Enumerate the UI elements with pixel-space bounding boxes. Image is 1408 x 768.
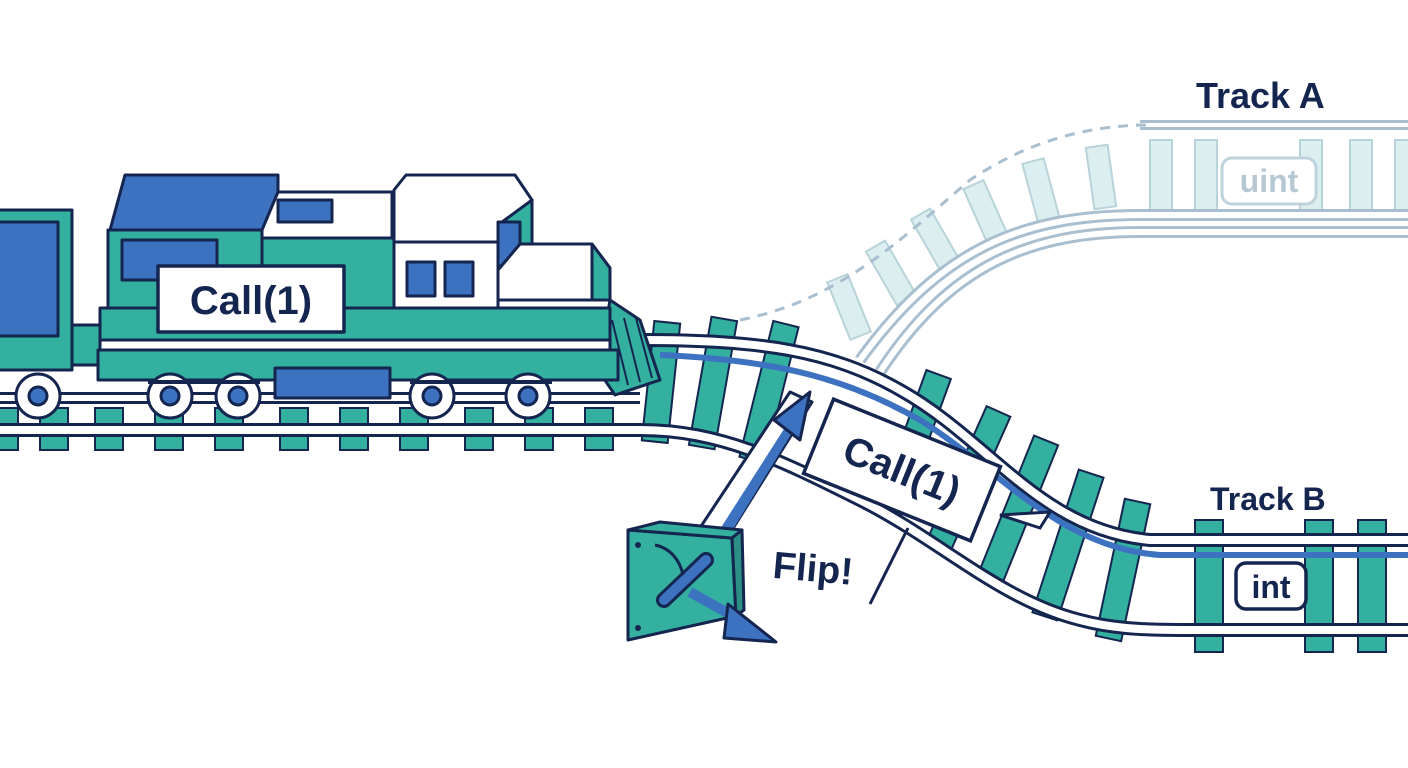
track-b-label: Track B (1210, 481, 1326, 517)
direction-arrow (999, 510, 1053, 530)
switch-lever-icon[interactable] (626, 390, 814, 644)
track-a-label: Track A (1196, 75, 1325, 116)
type-badge-int: int (1234, 561, 1308, 611)
type-badge-uint: uint (1220, 156, 1318, 206)
flip-motion-line (868, 527, 910, 605)
type-b-label: int (1251, 569, 1290, 605)
track-a (739, 120, 1408, 376)
train-locomotive-icon (0, 173, 662, 420)
flip-label: Flip! (771, 545, 855, 594)
type-a-label: uint (1240, 163, 1299, 199)
locomotive-sign-label: Call(1) (190, 279, 312, 323)
